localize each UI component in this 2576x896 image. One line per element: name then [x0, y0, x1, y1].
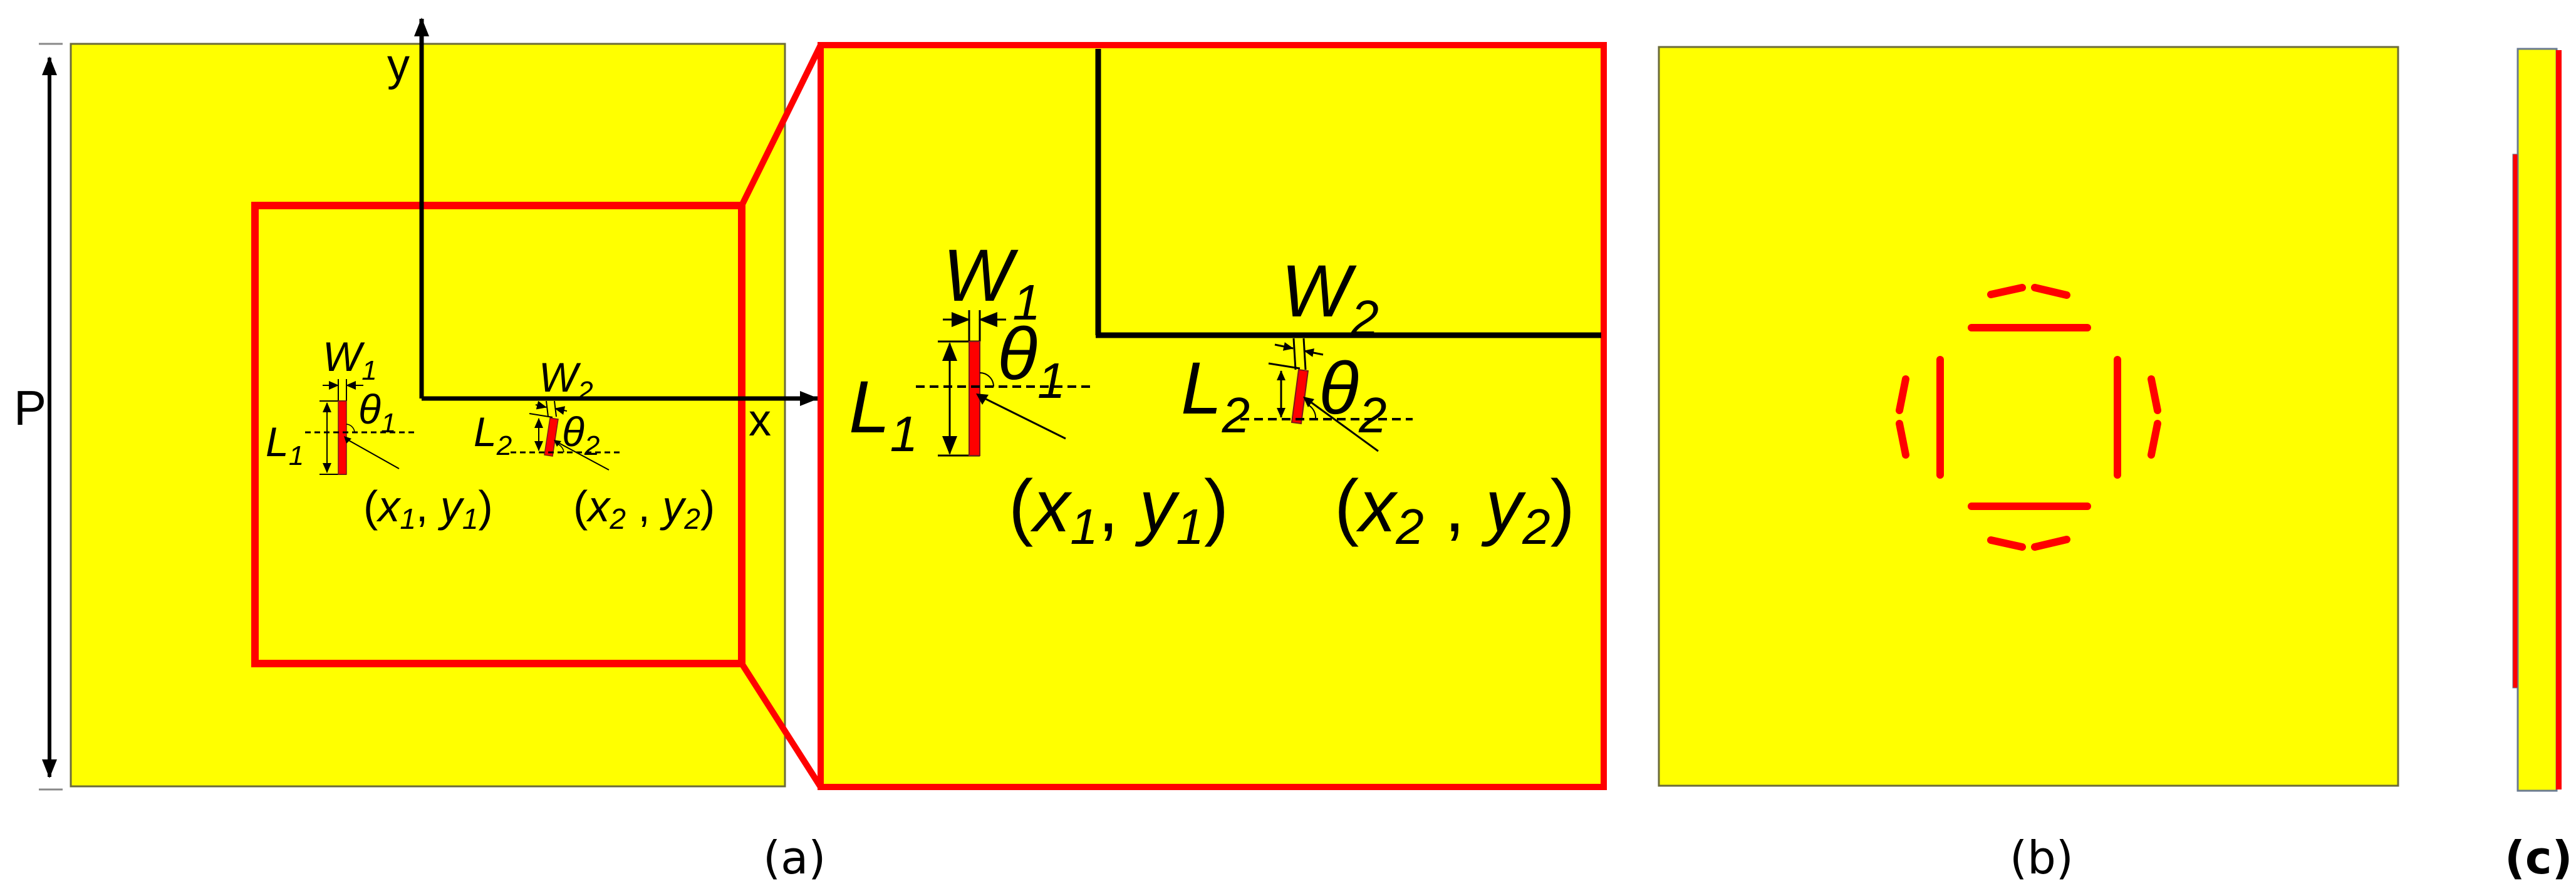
zoomed-strip2-width-label: W2: [1281, 250, 1379, 346]
ground-plane-side-view: [2556, 50, 2562, 789]
panel-a-zoom: W1 θ1 L1 (x1, y1) W2 θ2 L2 (x2 , y2): [818, 42, 1607, 790]
zoomed-strip1-position-label: (x1, y1): [1009, 465, 1228, 555]
zoomed-axes: [1095, 49, 1601, 338]
zoomed-strip1-width-label: W1: [943, 234, 1041, 330]
strip1-position-label: (x1, y1): [363, 482, 493, 535]
zoomed-strip1-length-label: L1: [849, 366, 918, 462]
panel-c: [2512, 48, 2562, 792]
strip2-angle-label: θ2: [562, 409, 600, 461]
strip2-length-label: L2: [474, 409, 512, 461]
zoomed-strip1-angle-label: θ1: [997, 313, 1066, 409]
zoomed-region-frame: [818, 42, 1607, 790]
strip1-angle-label: θ1: [358, 386, 396, 439]
strip1-width-label: W1: [323, 333, 377, 386]
metal-strip-1: [305, 379, 415, 475]
zoom-connector-lines: [739, 43, 824, 789]
metal-layer-side-view: [2512, 154, 2518, 689]
zoomed-metal-strip-1: [916, 310, 1091, 457]
y-axis-label: y: [387, 40, 410, 90]
caption-a: (a): [763, 831, 826, 884]
coordinate-axes: [414, 18, 819, 406]
panel-a: P y x W1 θ1 L1 (x: [14, 18, 824, 791]
zoomed-metal-strip-2: [1240, 338, 1413, 452]
panel-b: [1658, 46, 2399, 787]
metal-strip-2: [511, 400, 622, 471]
caption-b: (b): [2010, 831, 2074, 884]
highlight-box: [251, 202, 745, 667]
substrate-side-view: [2516, 48, 2558, 792]
zoomed-strip2-length-label: L2: [1181, 347, 1250, 443]
zoomed-strip2-angle-label: θ2: [1319, 347, 1387, 443]
period-dimension-arrow: [39, 43, 63, 791]
strip2-width-label: W2: [539, 354, 593, 407]
strip2-position-label: (x2 , y2): [573, 482, 715, 535]
period-label: P: [14, 380, 46, 435]
zoomed-strip2-position-label: (x2 , y2): [1334, 465, 1575, 555]
substrate-square: [70, 43, 786, 788]
strip1-length-label: L1: [266, 419, 304, 471]
metal-strip-array: [1896, 284, 2161, 551]
x-axis-label: x: [749, 395, 771, 445]
substrate-square-top-view: [1658, 46, 2399, 787]
caption-c: (c): [2505, 831, 2573, 884]
